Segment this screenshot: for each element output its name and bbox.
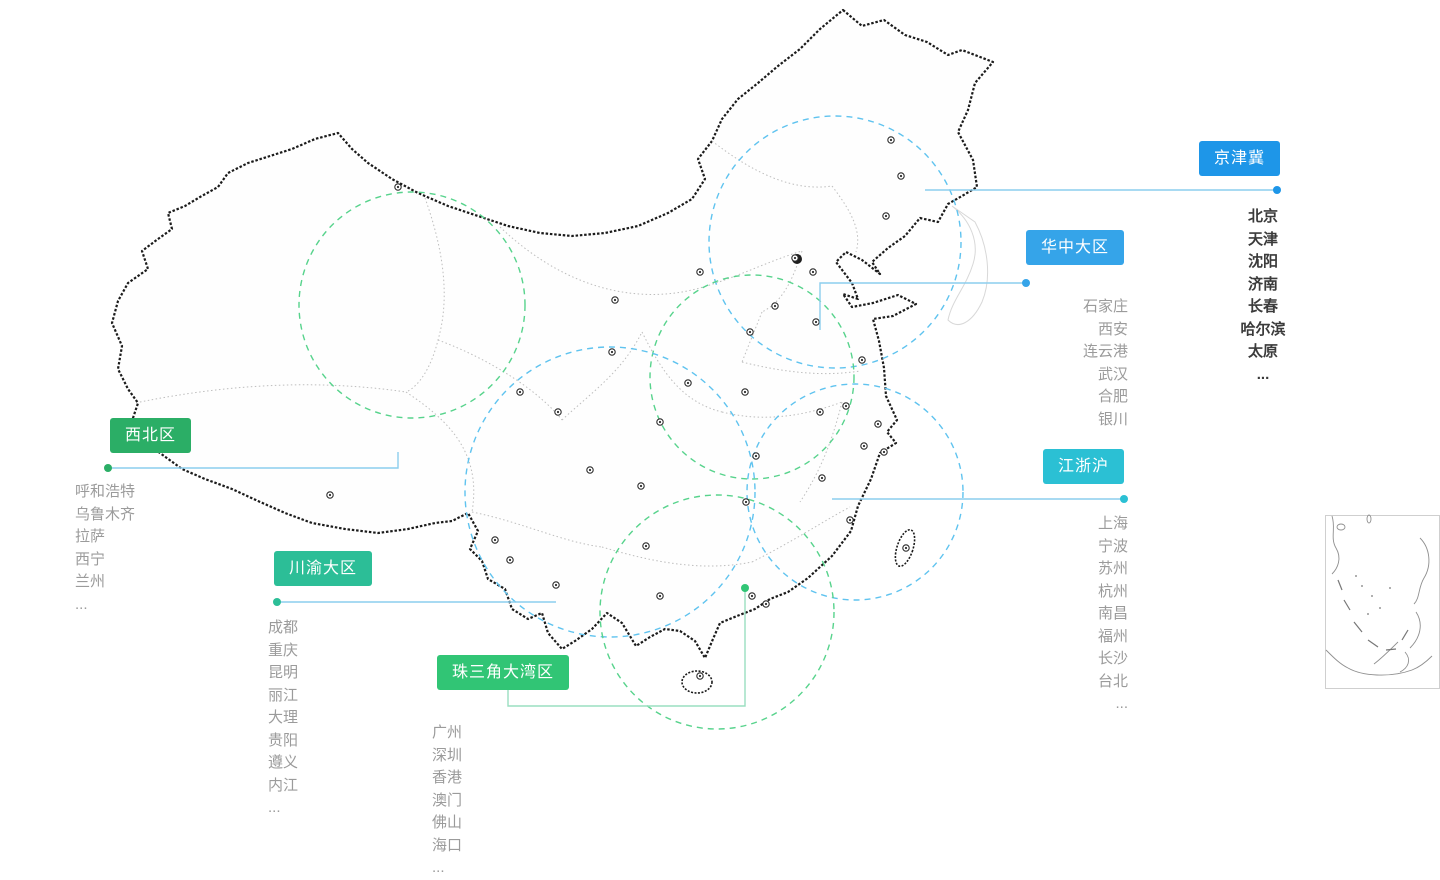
city-list-huazhong: 石家庄西安连云港武汉合肥银川 [968,296,1128,431]
region-badge-xibei[interactable]: 西北区 [110,418,192,453]
city-item: 昆明 [268,664,299,681]
city-item: 乌鲁木齐 [75,505,136,523]
region-circle-zhusanjiao [599,494,835,730]
city-list-chuanyu: 成都重庆昆明丽江大理贵阳遵义内江 ... [268,617,298,820]
city-item: 拉萨 [75,528,106,545]
city-items: 广州深圳香港澳门佛山海口 [432,722,462,857]
city-item: 连云港 [1082,343,1128,360]
region-badge-huazhong[interactable]: 华中大区 [1026,230,1125,265]
more-indicator: ... [75,595,88,613]
city-item: 合肥 [1097,388,1128,405]
city-item: 福州 [1097,627,1128,645]
city-markers [326,136,910,680]
city-item: 长春 [1247,298,1278,315]
city-item: 台北 [1097,672,1128,690]
region-circle-jiangzhehu [746,383,964,601]
city-items: 成都重庆昆明丽江大理贵阳遵义内江 [268,617,298,797]
city-item: 大理 [268,709,299,726]
city-item: 重庆 [268,641,299,659]
china-outline [110,8,995,660]
region-circles [298,115,964,730]
more-indicator: ... [432,859,445,876]
city-item: 武汉 [1097,365,1128,383]
region-circle-chuanyu [464,346,756,638]
city-item: 济南 [1247,275,1278,293]
city-item: 天津 [1247,230,1278,248]
connector-xibei [104,452,399,472]
region-badge-chuanyu[interactable]: 川渝大区 [274,551,373,586]
city-items: 北京天津沈阳济南长春哈尔滨太原 [1199,206,1327,364]
city-item: 西宁 [75,550,106,568]
region-badge-jiangzhehu[interactable]: 江浙沪 [1043,449,1125,484]
connector-jingjinji [925,186,1281,194]
city-item: 银川 [1097,410,1128,428]
city-item: 太原 [1247,343,1278,360]
city-item: 香港 [432,769,463,786]
city-item: 广州 [432,724,463,741]
province-borders [139,140,861,567]
more-indicator: ... [268,799,281,816]
city-item: 海口 [432,836,463,854]
city-item: 贵阳 [268,731,299,749]
city-item: 佛山 [432,814,463,831]
city-items: 石家庄西安连云港武汉合肥银川 [968,296,1128,431]
city-item: 内江 [268,776,299,794]
city-items: 呼和浩特乌鲁木齐拉萨西宁兰州 [75,481,135,594]
city-item: 杭州 [1097,582,1128,600]
city-item: 兰州 [75,573,106,590]
more-indicator: ... [1115,695,1128,712]
region-circle-huazhong [649,274,855,480]
connector-chuanyu [273,598,556,606]
city-item: 南昌 [1097,605,1128,622]
connector-huazhong [819,279,1030,330]
city-item: 呼和浩特 [75,483,136,500]
city-item: 西安 [1097,320,1128,338]
city-item: 长沙 [1097,650,1128,667]
region-badge-jingjinji[interactable]: 京津冀 [1199,141,1281,176]
city-item: 遵义 [268,754,299,771]
city-item: 澳门 [432,791,463,809]
connector-zhusanjiao [507,584,749,707]
city-list-xibei: 呼和浩特乌鲁木齐拉萨西宁兰州 ... [75,481,135,616]
more-indicator: ... [1256,365,1270,383]
city-items: 上海宁波苏州杭州南昌福州长沙台北 [968,513,1128,693]
region-badge-zhusanjiao[interactable]: 珠三角大湾区 [437,655,570,690]
region-circle-xibei [298,191,526,419]
hainan-island [681,670,713,694]
city-item: 北京 [1247,208,1278,225]
city-item: 沈阳 [1247,253,1278,270]
city-list-jingjinji: 北京天津沈阳济南长春哈尔滨太原 ... [1199,206,1327,386]
city-item: 成都 [268,619,299,636]
south-china-sea-inset [1325,514,1440,689]
city-item: 宁波 [1097,537,1128,555]
city-item: 苏州 [1097,560,1128,577]
city-item: 上海 [1097,515,1128,532]
city-item: 丽江 [268,686,299,704]
korea-coast [947,205,989,325]
city-item: 深圳 [432,746,463,764]
region-circle-jingjinji [708,115,962,369]
city-item: 石家庄 [1082,298,1128,315]
connector-jiangzhehu [832,495,1128,503]
city-item: 哈尔滨 [1240,320,1286,338]
city-list-zhusanjiao: 广州深圳香港澳门佛山海口 ... [432,722,462,880]
city-list-jiangzhehu: 上海宁波苏州杭州南昌福州长沙台北 ... [968,513,1128,716]
